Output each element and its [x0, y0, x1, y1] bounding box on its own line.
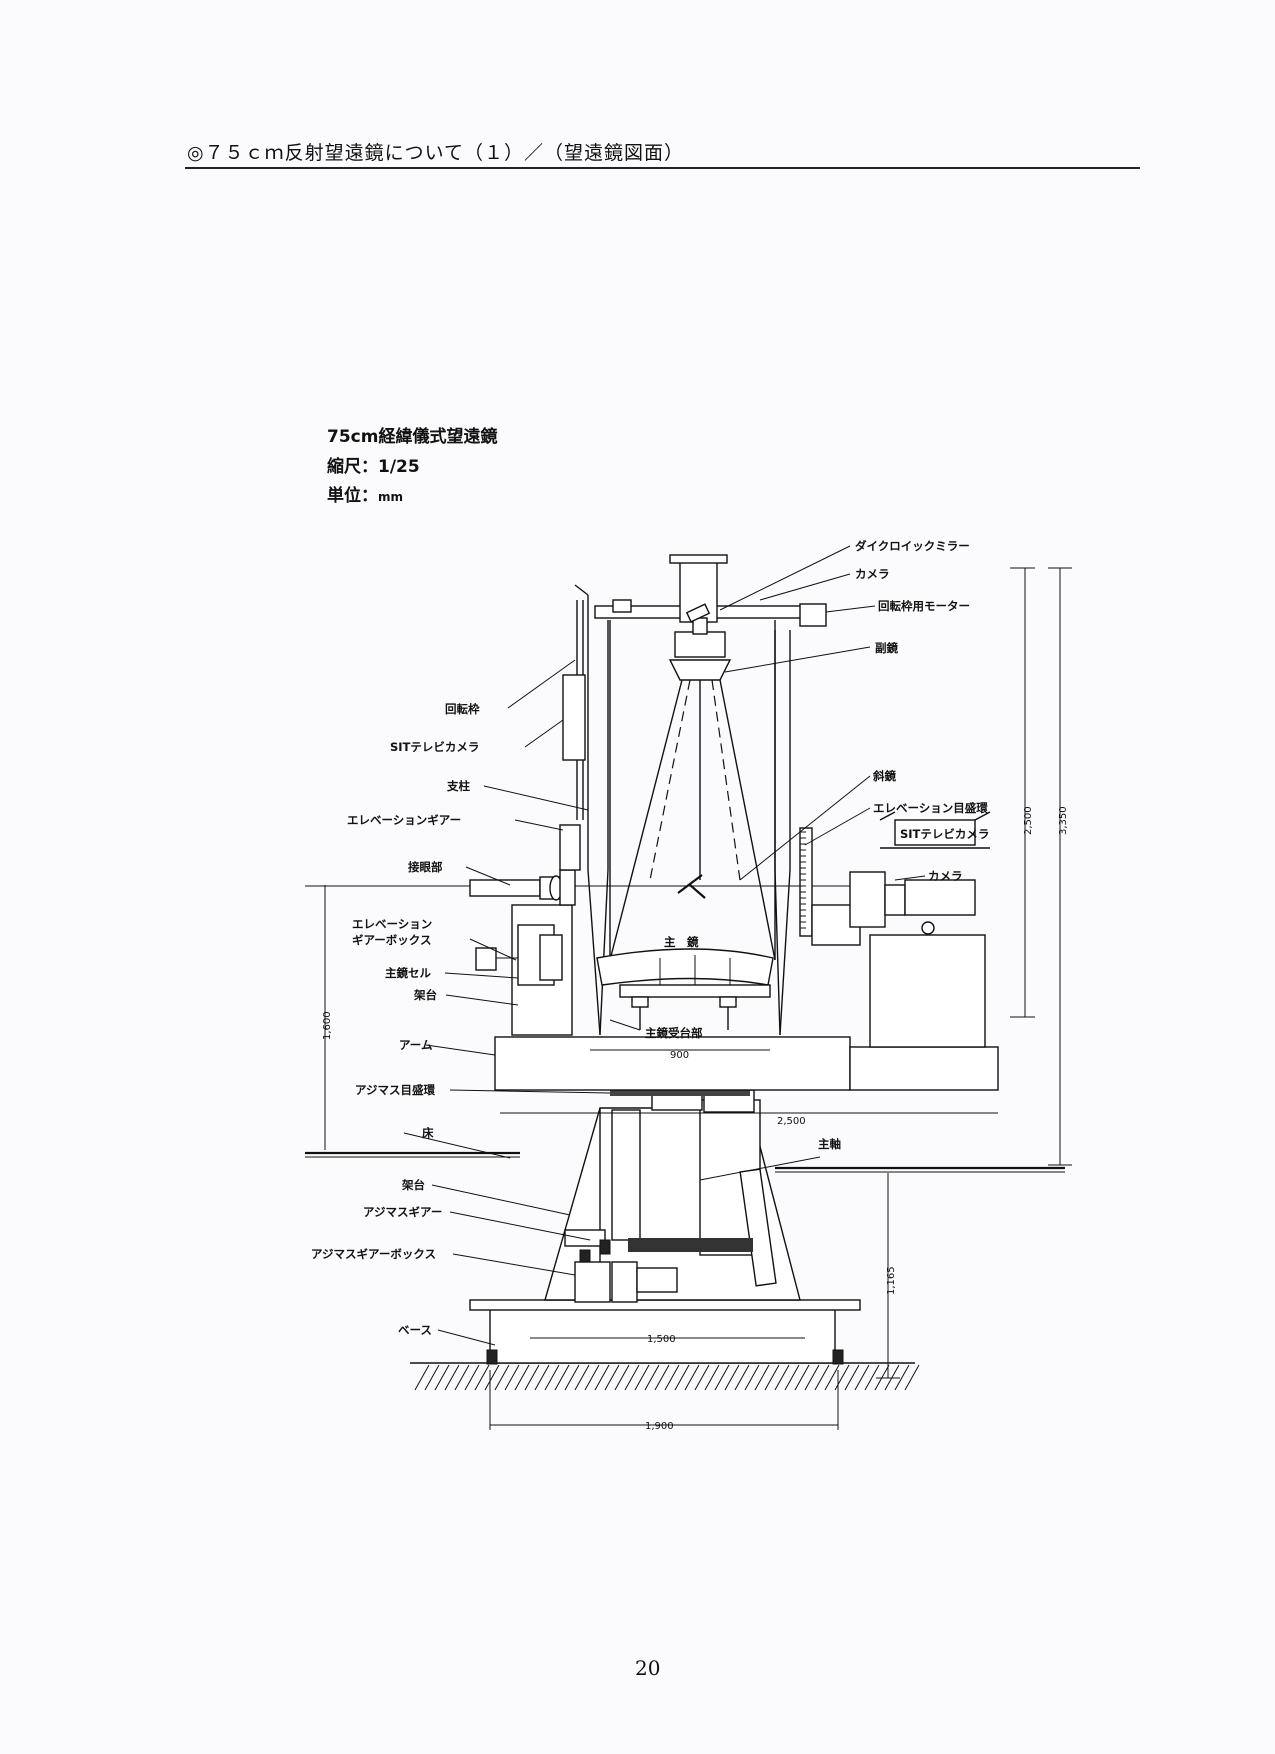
label-base: ベース	[398, 1323, 432, 1337]
drawing-scale: 縮尺：1/25	[327, 457, 420, 477]
upper-mount-block	[475, 904, 573, 1036]
floor-lines	[305, 1151, 1065, 1173]
dim-2500-horizontal: 2,500	[777, 1116, 806, 1127]
dim-2500-vertical: 2,500	[1023, 806, 1034, 835]
label-eyepiece: 接眼部	[408, 860, 443, 874]
label-rotator-frame: 回転枠	[445, 702, 480, 716]
label-diagonal-mirror: 斜鏡	[872, 769, 896, 783]
label-elevation-gear: エレベーションギアー	[347, 813, 461, 827]
label-elevation-gearbox-2: ギアーボックス	[352, 933, 431, 947]
ground-hatch	[410, 1362, 920, 1391]
base-plate	[469, 1299, 861, 1365]
primary-mirror	[596, 948, 774, 1030]
label-azimuth-gearbox: アジマスギアーボックス	[311, 1247, 436, 1261]
tube-walls	[609, 620, 776, 960]
top-camera-tower	[668, 554, 732, 681]
dim-1165: 1,165	[886, 1266, 897, 1295]
azimuth-gear	[564, 1229, 753, 1303]
label-primary-mirror: 主 鏡	[664, 935, 699, 949]
dim-900: 900	[670, 1050, 689, 1061]
right-side-assembly	[799, 827, 986, 1048]
label-elevation-circle: エレベーション目盛環	[873, 801, 988, 815]
label-sit-tv-camera-left: SITテレビカメラ	[390, 740, 479, 754]
label-arm: アーム	[399, 1038, 433, 1052]
label-elevation-gearbox-1: エレベーション	[352, 917, 432, 931]
unit-value: mm	[378, 490, 404, 504]
label-floor: 床	[422, 1126, 434, 1140]
label-pillar: 支柱	[446, 779, 470, 793]
label-sit-tv-camera-right: SITテレビカメラ	[900, 827, 989, 841]
leader-lines	[403, 545, 926, 1346]
label-primary-cell: 主鏡セル	[385, 966, 431, 980]
label-azimuth-gear: アジマスギアー	[363, 1205, 442, 1219]
header-rule	[185, 167, 1140, 169]
light-cone	[609, 679, 776, 961]
arm-platform	[494, 1036, 999, 1091]
label-camera-top: カメラ	[855, 567, 890, 581]
dimension-lines	[324, 567, 1072, 1430]
label-rotator-motor: 回転枠用モーター	[878, 599, 970, 613]
label-dichroic-mirror: ダイクロイックミラー	[855, 539, 970, 553]
drawing-name: 75cm経緯儀式望遠鏡	[327, 427, 498, 447]
label-mount-lower: 架台	[401, 1178, 425, 1192]
page-number: 20	[635, 1656, 661, 1680]
azimuth-circle	[610, 1090, 750, 1096]
label-primary-support: 主鏡受台部	[645, 1026, 703, 1040]
sit-tv-camera-right	[879, 811, 991, 849]
dim-1500: 1,500	[647, 1334, 676, 1345]
dim-1900: 1,900	[645, 1421, 674, 1432]
label-camera-right: カメラ	[928, 869, 963, 883]
label-azimuth-circle: アジマス目盛環	[355, 1083, 436, 1097]
diagonal-mirror	[677, 874, 706, 899]
header-title: ◎７５ｃｍ反射望遠鏡について（１）／（望遠鏡図面）	[187, 142, 685, 164]
dim-1600: 1,600	[322, 1011, 333, 1040]
label-secondary-mirror: 副鏡	[875, 641, 898, 655]
eyepiece-assembly	[305, 824, 850, 906]
label-mount-upper: 架台	[413, 988, 437, 1002]
dim-3350: 3,350	[1058, 806, 1069, 835]
label-main-axis: 主軸	[818, 1137, 841, 1151]
drawing-unit: 単位：mm	[327, 481, 403, 506]
unit-label: 単位：	[327, 486, 378, 506]
